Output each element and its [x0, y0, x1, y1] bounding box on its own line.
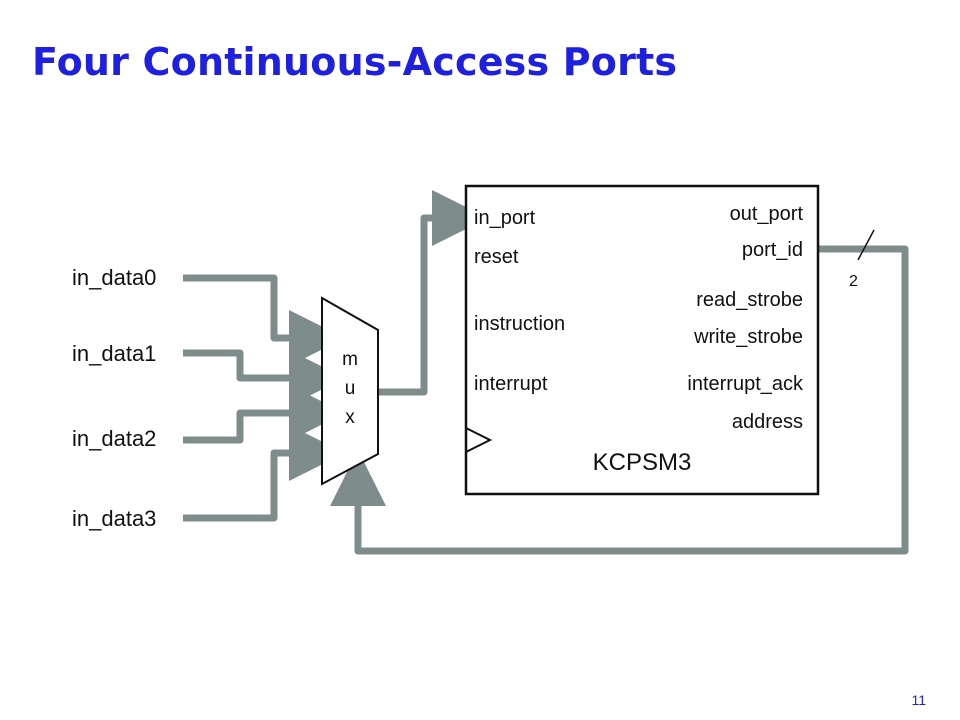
- port-interrupt-ack: interrupt_ack: [687, 373, 804, 395]
- processor-name: KCPSM3: [593, 449, 692, 476]
- slide-title: Four Continuous-Access Ports: [32, 40, 678, 84]
- input-label-0: in_data0: [72, 265, 156, 290]
- input-label-2: in_data2: [72, 426, 156, 451]
- in-data3-wire: [183, 425, 345, 522]
- bus-width-label: 2: [849, 273, 858, 290]
- mux-block: [321, 296, 379, 486]
- in-data2-wire: [183, 385, 345, 444]
- page-number: 11: [911, 692, 926, 708]
- port-in-port: in_port: [474, 207, 536, 229]
- port-interrupt: interrupt: [474, 373, 548, 395]
- in-data0-wire: [183, 274, 345, 366]
- clock-input-symbol: [465, 427, 493, 453]
- port-write-strobe: write_strobe: [693, 326, 803, 348]
- mux-letter-u: u: [345, 378, 356, 399]
- input-label-3: in_data3: [72, 506, 156, 531]
- mux-letter-x: x: [345, 407, 355, 428]
- port-port-id: port_id: [742, 239, 803, 261]
- port-instruction: instruction: [474, 313, 565, 335]
- bus-width-slash: [857, 229, 875, 261]
- input-label-1: in_data1: [72, 341, 156, 366]
- kcpsm3-block: [464, 184, 820, 496]
- port-out-port: out_port: [730, 203, 804, 225]
- mux-to-in-port-wire: [378, 190, 488, 396]
- port-read-strobe: read_strobe: [696, 289, 803, 311]
- port-id-feedback-wire: [330, 245, 909, 555]
- mux-letter-m: m: [342, 349, 358, 370]
- port-reset: reset: [474, 246, 519, 268]
- in-data1-wire: [183, 349, 345, 406]
- port-address: address: [732, 411, 803, 433]
